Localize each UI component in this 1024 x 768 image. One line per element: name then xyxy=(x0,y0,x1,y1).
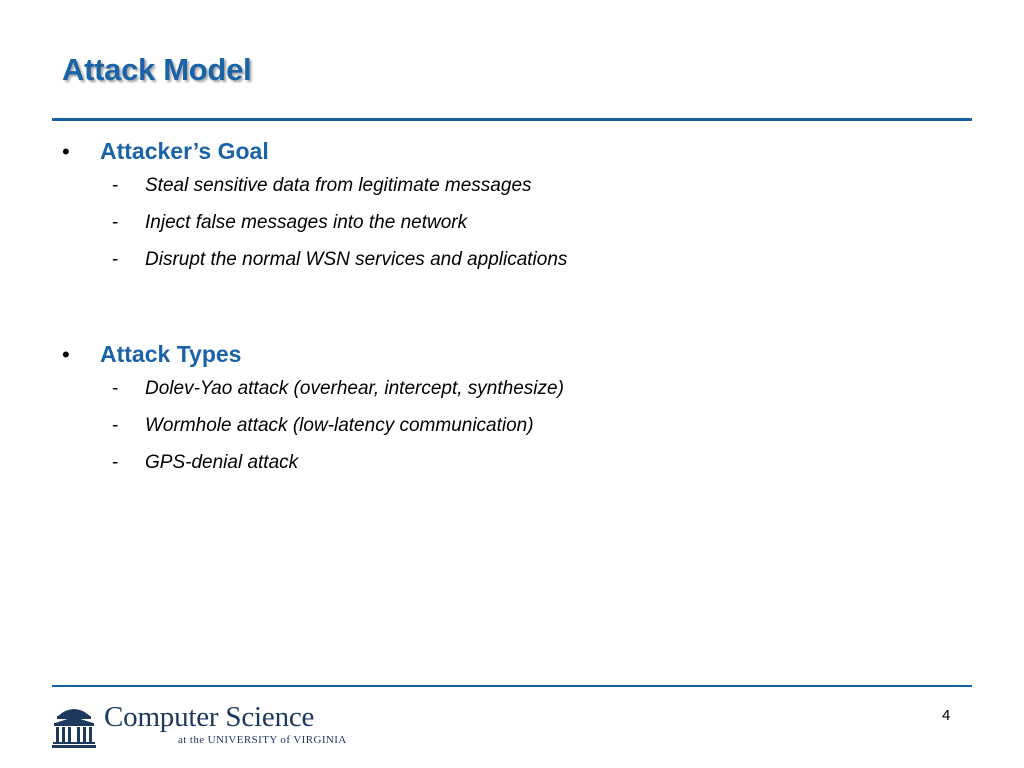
footer-divider xyxy=(52,685,972,687)
list-item-text: Wormhole attack (low-latency communicati… xyxy=(145,415,534,436)
dash-marker: - xyxy=(112,212,119,233)
list-item-text: Steal sensitive data from legitimate mes… xyxy=(145,175,532,196)
section-heading: Attack Types xyxy=(100,341,242,367)
rotunda-icon xyxy=(52,709,96,748)
list-item-text: GPS-denial attack xyxy=(145,452,299,473)
dash-marker: - xyxy=(112,452,119,473)
list-item-text: Inject false messages into the network xyxy=(145,212,468,233)
slide-title: Attack Model xyxy=(62,52,252,87)
section-heading: Attacker’s Goal xyxy=(100,138,269,164)
page-number: 4 xyxy=(942,707,951,724)
list-item-text: Dolev-Yao attack (overhear, intercept, s… xyxy=(145,378,564,399)
dash-marker: - xyxy=(112,378,119,399)
section-attack-types: • Attack Types - Dolev-Yao attack (overh… xyxy=(62,341,564,489)
list-item: - GPS-denial attack xyxy=(62,452,564,489)
bullet-marker: • xyxy=(62,139,70,164)
list-item: - Dolev-Yao attack (overhear, intercept,… xyxy=(62,378,564,415)
uva-cs-logo: Computer Science at the UNIVERSITY of VI… xyxy=(52,702,347,748)
bullet-marker: • xyxy=(62,342,70,367)
dash-marker: - xyxy=(112,249,119,270)
list-item: - Steal sensitive data from legitimate m… xyxy=(62,175,567,212)
list-item: - Disrupt the normal WSN services and ap… xyxy=(62,249,567,286)
title-divider xyxy=(52,118,972,121)
list-item-text: Disrupt the normal WSN services and appl… xyxy=(145,249,568,270)
list-item: - Wormhole attack (low-latency communica… xyxy=(62,415,564,452)
dash-marker: - xyxy=(112,175,119,196)
logo-wordmark: Computer Science xyxy=(104,701,315,733)
section-attackers-goal: • Attacker’s Goal - Steal sensitive data… xyxy=(62,138,567,286)
list-item: - Inject false messages into the network xyxy=(62,212,567,249)
logo-subtitle: at the UNIVERSITY of VIRGINIA xyxy=(178,734,347,746)
dash-marker: - xyxy=(112,415,119,436)
